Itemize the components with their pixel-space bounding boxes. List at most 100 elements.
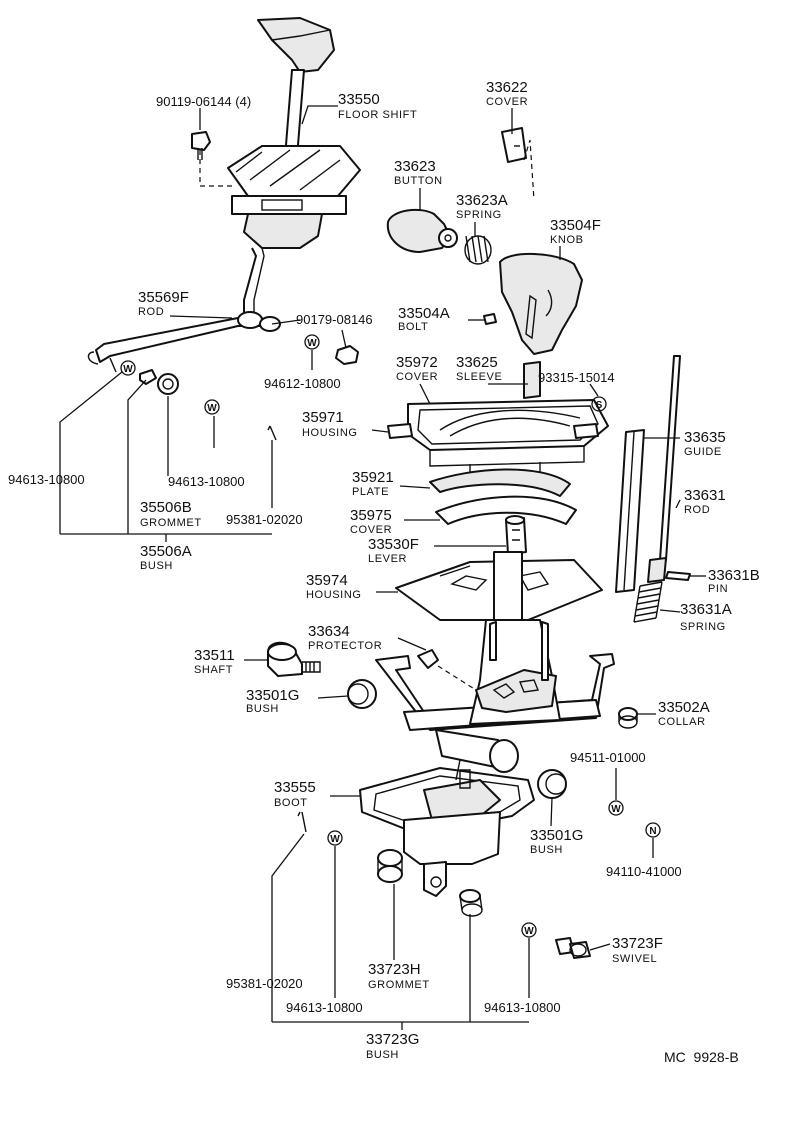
knob-number: 33504F [550, 217, 601, 234]
collar-number: 33502A [658, 699, 710, 716]
cover-housing-35971-drawing [387, 399, 609, 474]
cover-35975-name: COVER [350, 524, 392, 536]
bolt-33504a-number: 33504A [398, 305, 450, 322]
floor-shift-name: FLOOR SHIFT [338, 109, 417, 121]
bush-33501g-right-number: 33501G [530, 827, 583, 844]
bush-33723g-name: BUSH [366, 1049, 399, 1061]
protector-drawing [417, 649, 477, 691]
cover-33622-number: 33622 [486, 79, 528, 96]
washer-94511-number: 94511-01000 [570, 750, 646, 765]
plate-drawing [429, 468, 571, 497]
cover-35972-name: COVER [396, 371, 438, 383]
bolt-33504a-drawing [483, 313, 497, 325]
bush-33501g-right-name: BUSH [530, 844, 563, 856]
washer-94613-mid-number: 94613-10800 [168, 474, 245, 489]
cover-33622-drawing [501, 127, 535, 201]
guide-name: GUIDE [684, 446, 722, 458]
cover-35972-number: 35972 [396, 354, 438, 371]
pin-number: 33631B [708, 567, 760, 584]
shaft-name: SHAFT [194, 664, 233, 676]
washer-symbol: W [330, 834, 340, 845]
rod-33631-name: ROD [684, 504, 710, 516]
nut-94110-number: 94110-41000 [606, 864, 682, 879]
housing-35974-drawing [395, 551, 603, 631]
sleeve-number: 33625 [456, 354, 498, 371]
bush-grommet-35506-drawing [139, 369, 277, 441]
bush-35506a-name: BUSH [140, 560, 173, 572]
leader-lines [59, 105, 706, 1030]
pin-95381-bottom-drawing [297, 811, 307, 833]
spring-33631a-drawing [633, 581, 663, 623]
washer-94613-bottom-right-number: 94613-10800 [484, 1000, 561, 1015]
plate-name: PLATE [352, 486, 389, 498]
sleeve-name: SLEEVE [456, 371, 502, 383]
rod-35569f-name: ROD [138, 306, 164, 318]
guide-number: 33635 [684, 429, 726, 446]
rod-35569f-drawing [87, 311, 281, 373]
button-name: BUTTON [394, 175, 443, 187]
washer-symbol: W [207, 403, 217, 414]
grommet-35506b-number: 35506B [140, 499, 192, 516]
bolt-33504a-name: BOLT [398, 321, 428, 333]
part-labels: 33550 FLOOR SHIFT 90119-06144 (4) 33622 … [8, 79, 760, 1065]
washer-symbol: W [307, 338, 317, 349]
pin-33631b-drawing [665, 571, 691, 581]
lever-number: 33530F [368, 536, 419, 553]
nut-90179-number: 90179-08146 [296, 312, 373, 327]
spring-33623a-name: SPRING [456, 209, 502, 221]
bush-33501g-left-number: 33501G [246, 687, 299, 704]
pin-name: PIN [708, 583, 728, 595]
rod-35569f-number: 35569F [138, 289, 189, 306]
housing-35974-number: 35974 [306, 572, 348, 589]
floor-shift-number: 33550 [338, 91, 380, 108]
washer-symbol: W [524, 926, 534, 937]
collar-name: COLLAR [658, 716, 706, 728]
bush-35506a-number: 35506A [140, 543, 192, 560]
pin-95381-bottom-number: 95381-02020 [226, 976, 303, 991]
washer-94612-number: 94612-10800 [264, 376, 341, 391]
housing-35971-number: 35971 [302, 409, 344, 426]
grommet-33723h-name: GROMMET [368, 979, 430, 991]
grommet-33723h-number: 33723H [368, 961, 421, 978]
sleeve-drawing [523, 361, 541, 399]
bush-33501g-right-drawing [537, 769, 567, 799]
washer-94613-bottom-left-number: 94613-10800 [286, 1000, 363, 1015]
collar-drawing [618, 707, 638, 729]
nut-symbol: N [649, 826, 656, 837]
bracket-assembly-drawing [375, 619, 615, 773]
bush-33501g-left-drawing [347, 679, 377, 709]
spring-33623a-number: 33623A [456, 192, 508, 209]
grommet-35506b-name: GROMMET [140, 517, 202, 529]
spring-33631a-number: 33631A [680, 601, 732, 618]
guide-drawing [615, 429, 645, 593]
swivel-drawing [555, 937, 591, 959]
bush-33723g-drawing [459, 889, 483, 917]
spring-33631a-name: SPRING [680, 621, 726, 633]
knob-name: KNOB [550, 234, 584, 246]
bolt-90119-number: 90119-06144 (4) [156, 94, 251, 109]
grommet-33723h-drawing [377, 849, 403, 883]
part-93315-number: 93315-15014 [538, 370, 615, 385]
nut-90179-drawing [335, 345, 359, 365]
boot-number: 33555 [274, 779, 316, 796]
bush-33723g-number: 33723G [366, 1031, 419, 1048]
plate-number: 35921 [352, 469, 394, 486]
shaft-number: 33511 [194, 647, 235, 664]
housing-35971-name: HOUSING [302, 427, 358, 439]
rod-33631-drawing [647, 355, 681, 583]
washer-symbol: W [611, 804, 621, 815]
housing-35974-name: HOUSING [306, 589, 362, 601]
pin-95381-top-number: 95381-02020 [226, 512, 303, 527]
boot-drawing [359, 759, 535, 897]
washer-94613-left-number: 94613-10800 [8, 472, 85, 487]
washer-symbol: W [123, 364, 133, 375]
lever-drawing [505, 515, 527, 555]
symbol-markers: W W W S W N W W [120, 334, 661, 938]
cover-33622-name: COVER [486, 96, 528, 108]
swivel-number: 33723F [612, 935, 663, 952]
button-number: 33623 [394, 158, 436, 175]
boot-name: BOOT [274, 797, 308, 809]
s-symbol: S [596, 400, 603, 411]
diagram-reference-code: MC 9928-B [664, 1049, 739, 1065]
